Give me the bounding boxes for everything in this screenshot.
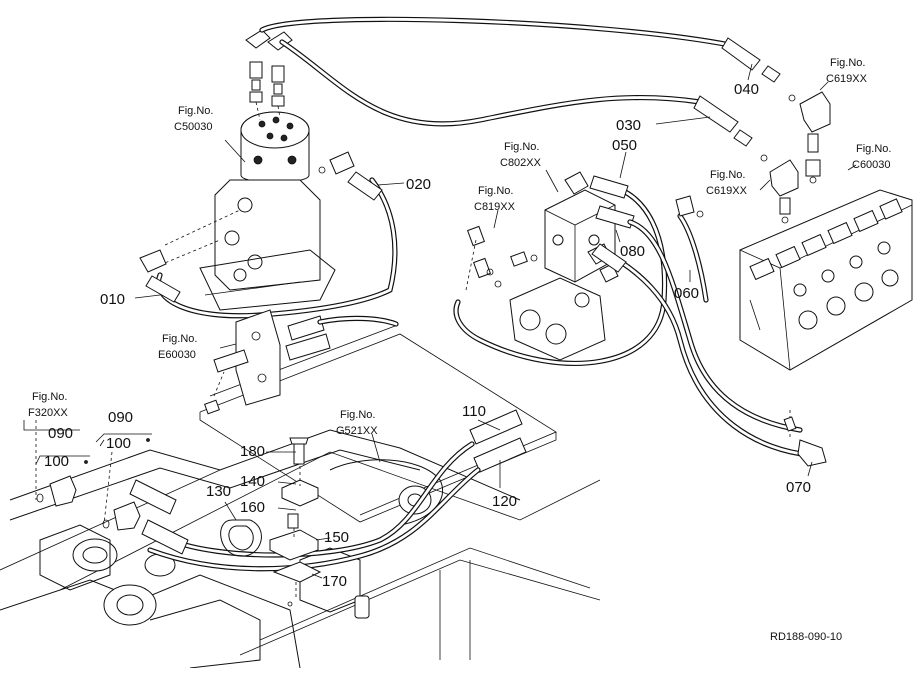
group-brackets	[23, 420, 152, 465]
label-060: 060	[674, 285, 699, 302]
fig-ref-G521XX: Fig.No. G521XX	[336, 409, 378, 437]
label-090-b: 090	[108, 409, 133, 426]
elbow-fittings	[35, 420, 141, 531]
pilot-valve	[509, 171, 619, 361]
label-050: 050	[612, 137, 637, 154]
middle-hoses	[453, 175, 827, 467]
svg-text:Fig.No.: Fig.No.	[178, 105, 213, 117]
svg-text:Fig.No.: Fig.No.	[710, 169, 745, 181]
hose-bracket	[204, 309, 399, 415]
drawing-code: RD188-090-10	[770, 631, 842, 643]
svg-text:C60030: C60030	[852, 159, 891, 171]
label-170: 170	[322, 573, 347, 590]
svg-text:C802XX: C802XX	[500, 157, 542, 169]
label-090-a: 090	[48, 425, 73, 442]
label-020: 020	[406, 176, 431, 193]
fig-ref-C619XX-a: Fig.No. C619XX	[826, 57, 868, 85]
fig-ref-C60030: Fig.No. C60030	[852, 143, 891, 171]
svg-text:C619XX: C619XX	[706, 185, 748, 197]
label-140: 140	[240, 473, 265, 490]
svg-text:Fig.No.: Fig.No.	[478, 185, 513, 197]
fig-ref-C619XX-b: Fig.No. C619XX	[706, 169, 748, 197]
label-030: 030	[616, 117, 641, 134]
fig-refs: Fig.No. C50030 Fig.No. C802XX Fig.No. C8…	[28, 57, 891, 437]
svg-text:Fig.No.: Fig.No.	[856, 143, 891, 155]
label-080: 080	[620, 243, 645, 260]
tee-fittings	[769, 91, 831, 224]
lower-hoses	[129, 409, 527, 572]
label-130: 130	[206, 483, 231, 500]
svg-text:E60030: E60030	[158, 349, 196, 361]
svg-text:Fig.No.: Fig.No.	[830, 57, 865, 69]
label-100-a: 100	[44, 453, 69, 470]
label-040: 040	[734, 81, 759, 98]
svg-text:F320XX: F320XX	[28, 407, 68, 419]
label-070: 070	[786, 479, 811, 496]
leader-lines	[134, 63, 857, 579]
svg-text:Fig.No.: Fig.No.	[504, 141, 539, 153]
label-100-b: 100	[106, 435, 131, 452]
fig-ref-F320XX: Fig.No. F320XX	[28, 391, 68, 419]
small-fittings	[465, 225, 538, 291]
label-010: 010	[100, 291, 125, 308]
svg-text:C619XX: C619XX	[826, 73, 868, 85]
svg-text:C50030: C50030	[174, 121, 213, 133]
clamp-parts	[220, 437, 322, 607]
label-180: 180	[240, 443, 265, 460]
label-110: 110	[462, 403, 486, 420]
svg-text:C819XX: C819XX	[474, 201, 516, 213]
fig-ref-C819XX: Fig.No. C819XX	[474, 185, 516, 213]
svg-text:G521XX: G521XX	[336, 425, 378, 437]
svg-text:Fig.No.: Fig.No.	[162, 333, 197, 345]
swivel-joint	[159, 111, 336, 311]
svg-text:Fig.No.: Fig.No.	[340, 409, 375, 421]
upper-hoses	[259, 16, 796, 162]
swivel-top-fittings	[245, 29, 293, 121]
part-labels: 010 020 030 040 050 060 070 080 090 090 …	[44, 81, 811, 590]
swivel-hoses	[139, 151, 398, 319]
fig-ref-C802XX: Fig.No. C802XX	[500, 141, 542, 169]
label-150: 150	[324, 529, 349, 546]
label-120: 120	[492, 493, 517, 510]
fig-ref-E60030: Fig.No. E60030	[158, 333, 197, 361]
label-160: 160	[240, 499, 265, 516]
control-valve	[739, 189, 913, 371]
lower-chassis	[0, 429, 521, 669]
svg-text:Fig.No.: Fig.No.	[32, 391, 67, 403]
fig-ref-C50030: Fig.No. C50030	[174, 105, 213, 133]
